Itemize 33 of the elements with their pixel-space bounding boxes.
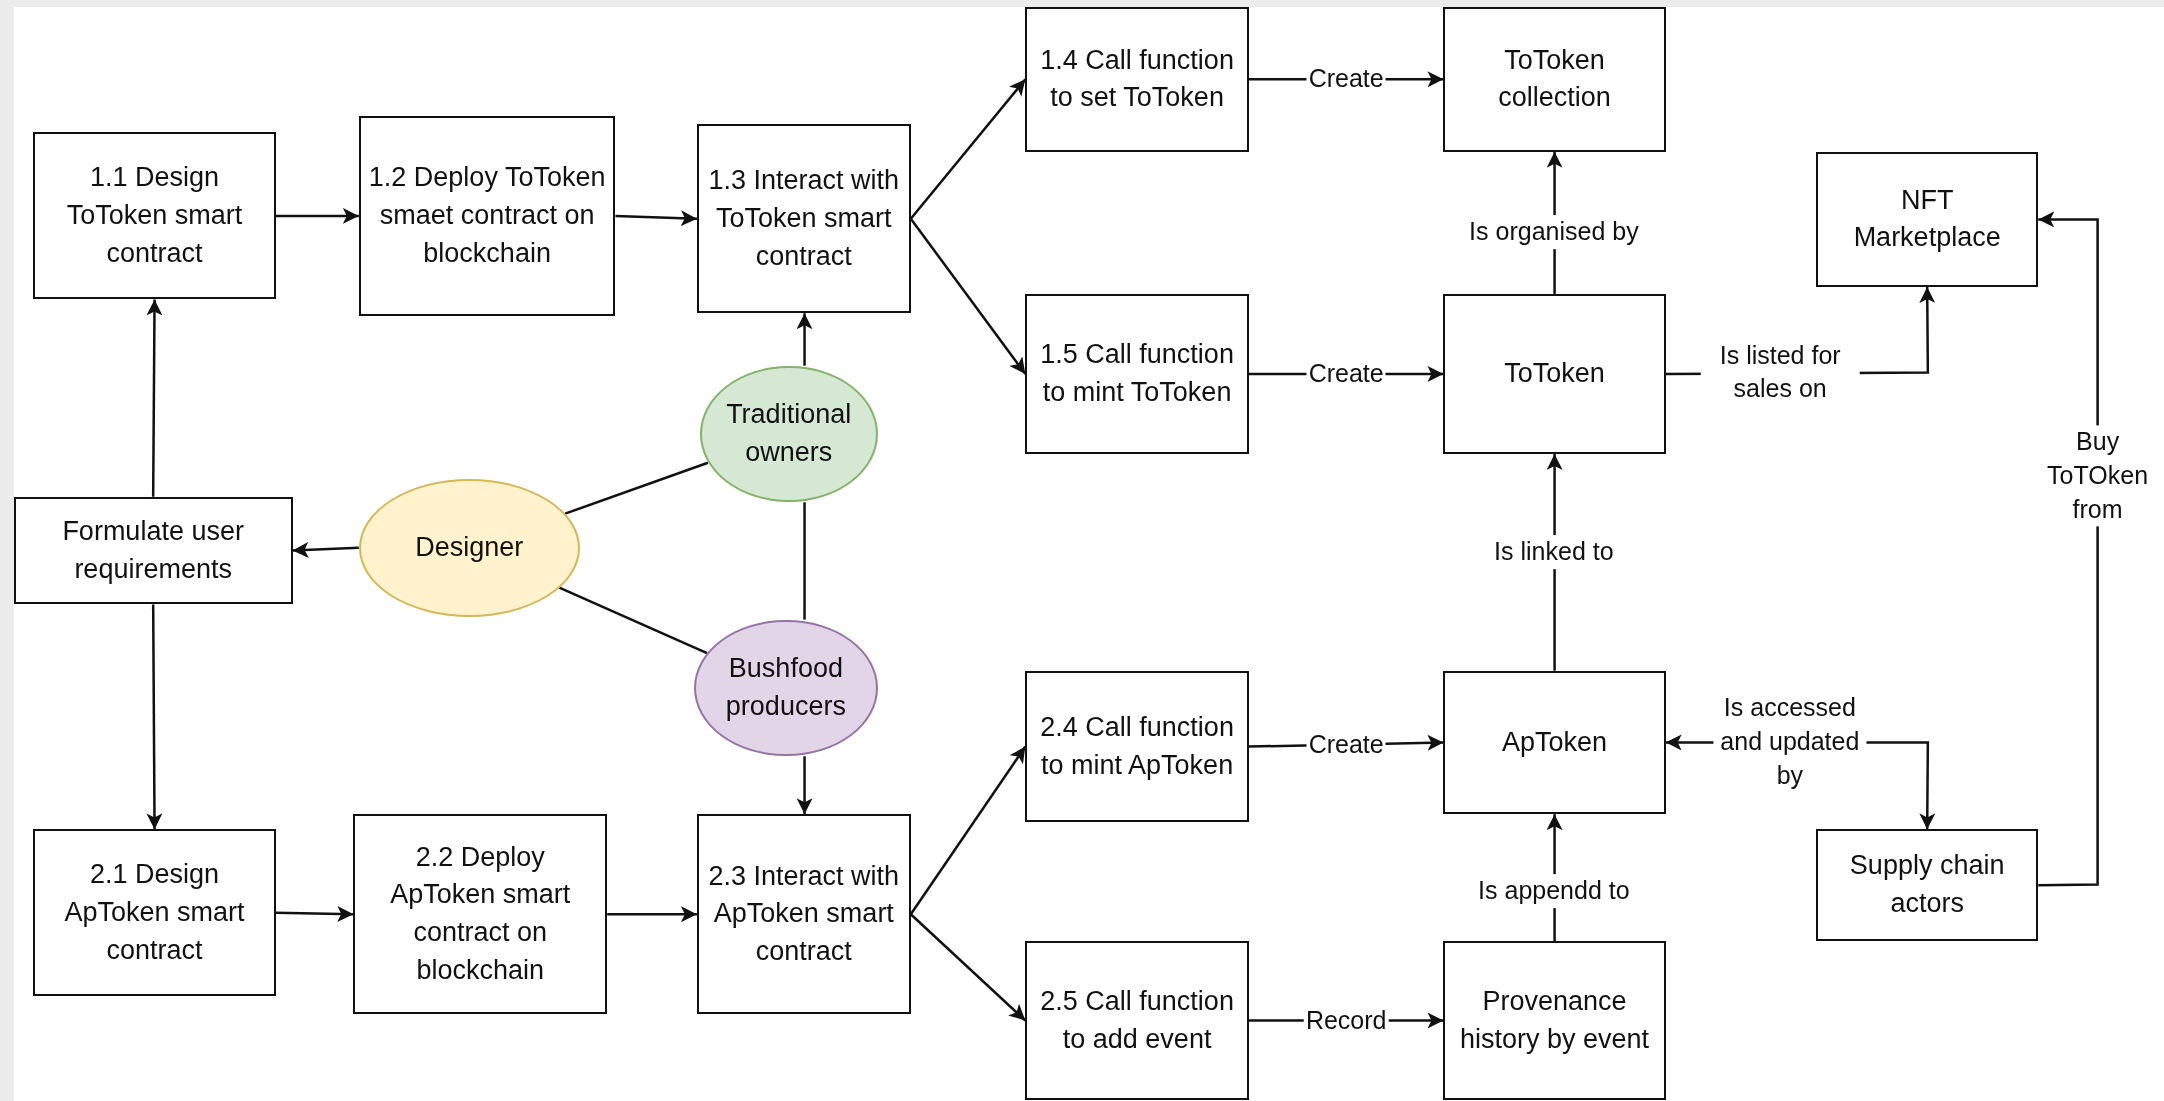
process-box: 1.4 Call function to set ToToken <box>1025 6 1249 152</box>
process-box: ApToken <box>1443 670 1666 815</box>
process-box: 2.3 Interact with ApToken smart contract <box>696 814 911 1015</box>
process-box: 2.2 Deploy ApToken smart contract on blockchain <box>353 814 608 1015</box>
arrow <box>146 604 163 830</box>
process-box: 1.5 Call function to mint ToToken <box>1025 293 1249 454</box>
arrow <box>909 913 1027 1022</box>
arrow <box>292 541 359 558</box>
process-box: Provenance history by event <box>1443 941 1666 1100</box>
arrow <box>796 313 813 366</box>
arrow <box>909 218 1027 375</box>
arrow <box>146 299 163 497</box>
process-box: 2.4 Call function to mint ApToken <box>1025 670 1249 823</box>
process-box: 1.1 Design ToToken smart contract <box>33 132 276 300</box>
process-box: 2.5 Call function to add event <box>1025 941 1249 1100</box>
arrow <box>909 745 1027 915</box>
process-box: Supply chain actors <box>1816 829 2039 942</box>
process-box: 1.2 Deploy ToToken smaet contract on blockchain <box>358 115 616 316</box>
arrow <box>615 210 697 227</box>
connector-line <box>803 502 806 620</box>
arrow <box>607 906 697 923</box>
process-box: Formulate user requirements <box>13 496 293 605</box>
process-box: 2.1 Design ApToken smart contract <box>33 829 276 997</box>
arrow <box>796 756 813 815</box>
arrow <box>276 207 359 224</box>
process-box: 1.3 Interact with ToToken smart contract <box>696 124 911 314</box>
process-box: ToToken collection <box>1443 6 1666 152</box>
connector-line <box>564 461 709 515</box>
arrow <box>275 905 354 922</box>
process-box: NFT Marketplace <box>1816 151 2039 288</box>
arrow <box>909 78 1027 220</box>
connector-line <box>558 586 708 655</box>
process-box: ToToken <box>1443 293 1666 454</box>
